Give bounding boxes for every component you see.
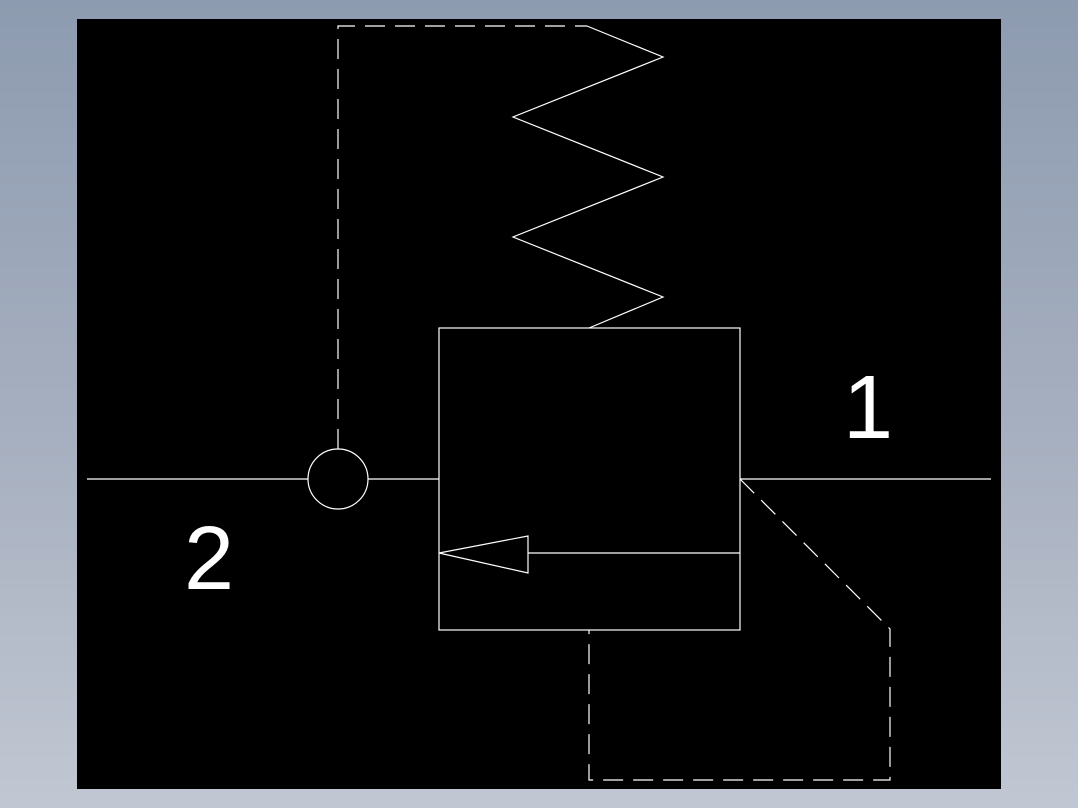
port-label-left: 2 (184, 509, 234, 609)
drawing-canvas (77, 19, 1001, 789)
flow-arrow-head (438, 535, 529, 574)
port-label-right: 1 (843, 358, 893, 458)
pilot-line-top (337, 25, 587, 449)
pilot-line-right (588, 478, 891, 781)
spring-zigzag (511, 25, 665, 329)
